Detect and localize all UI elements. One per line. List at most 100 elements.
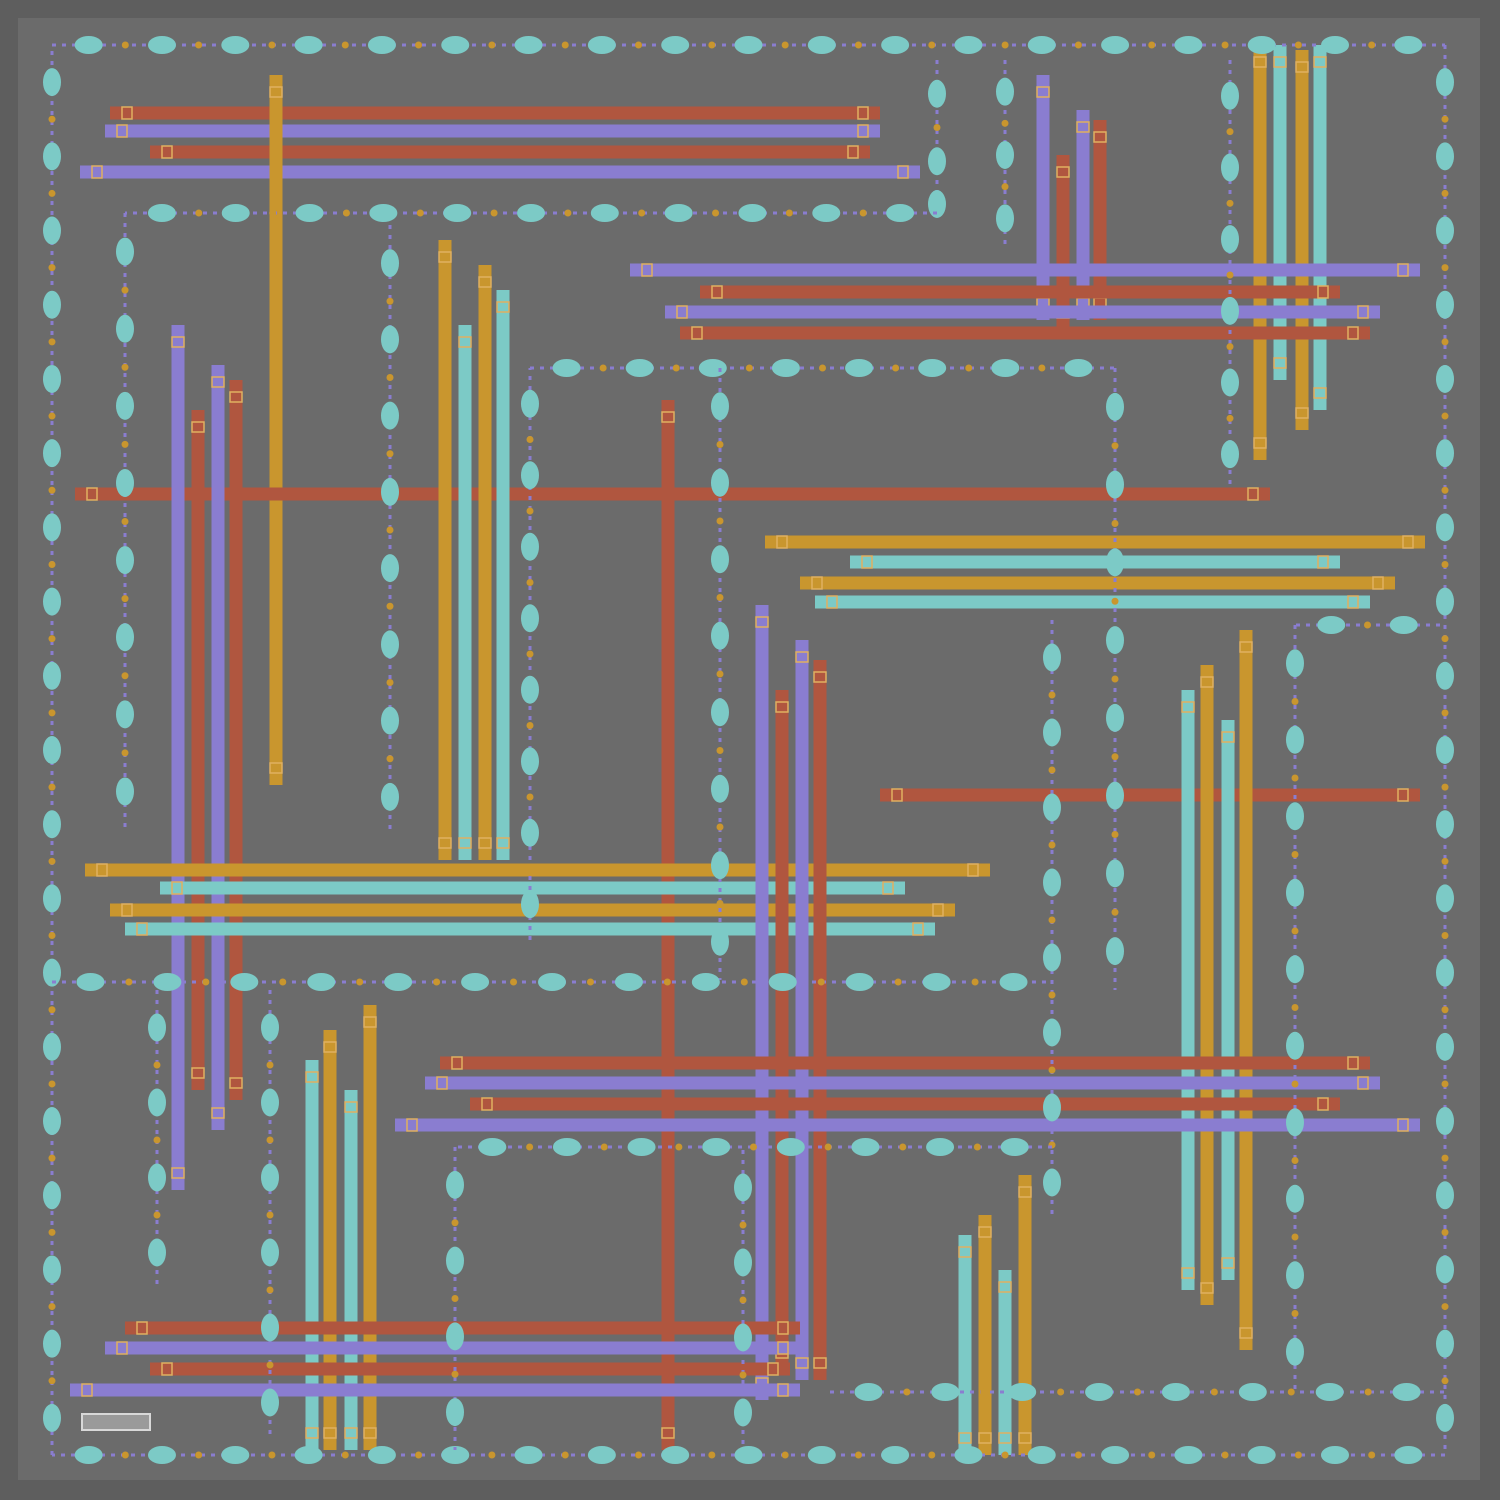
chain-bead bbox=[663, 978, 671, 986]
stripe bbox=[425, 1076, 1380, 1090]
chain-oval bbox=[734, 1446, 763, 1464]
chain-bead bbox=[739, 1371, 747, 1379]
chain-oval bbox=[521, 604, 539, 633]
chain-bead bbox=[739, 1296, 747, 1304]
stripe-buckle bbox=[1347, 326, 1359, 340]
chain-oval bbox=[381, 249, 399, 278]
chain-bead bbox=[526, 1143, 534, 1151]
chain-oval bbox=[1221, 368, 1239, 397]
chain-oval bbox=[116, 237, 134, 266]
chain-bead bbox=[526, 436, 534, 443]
chain-bead bbox=[269, 209, 277, 217]
chain-bead bbox=[1291, 851, 1299, 858]
chain-bead bbox=[745, 364, 753, 372]
stripe-buckle bbox=[229, 1077, 243, 1089]
chain-oval bbox=[1043, 868, 1061, 897]
stripe-buckle bbox=[136, 922, 148, 936]
chain-oval bbox=[734, 1398, 752, 1427]
chain-oval bbox=[711, 621, 729, 650]
chain-oval bbox=[1436, 587, 1454, 616]
stripe-buckle bbox=[1253, 437, 1267, 449]
stripe-buckle bbox=[978, 1432, 992, 1444]
chain-bead bbox=[121, 41, 129, 49]
stripe-buckle bbox=[1221, 731, 1235, 743]
chain-oval bbox=[1286, 1108, 1304, 1137]
chain-oval bbox=[1106, 703, 1124, 732]
stripe-buckle bbox=[795, 1357, 809, 1369]
stripe bbox=[978, 1215, 992, 1455]
chain-oval bbox=[230, 973, 259, 991]
stripe-buckle bbox=[171, 881, 183, 895]
chain-bead bbox=[1441, 1080, 1449, 1088]
stripe-buckle bbox=[458, 837, 472, 849]
chain-bead bbox=[1291, 1233, 1299, 1241]
chain-bead bbox=[1291, 1004, 1299, 1011]
chain-oval bbox=[294, 1446, 323, 1464]
stripe-buckle bbox=[1317, 1097, 1329, 1111]
chain-bead bbox=[1441, 857, 1449, 865]
stripe-buckle bbox=[1372, 576, 1384, 590]
chain-oval bbox=[1321, 36, 1350, 54]
chain-oval bbox=[1106, 781, 1124, 810]
chain-bead bbox=[708, 41, 716, 49]
chain-oval bbox=[443, 204, 472, 222]
chain-bead bbox=[817, 978, 825, 986]
chain-bead bbox=[1441, 115, 1449, 123]
chain-bead bbox=[635, 1451, 643, 1459]
chain-oval bbox=[76, 973, 105, 991]
pattern-ground bbox=[18, 18, 1480, 1480]
chain-oval bbox=[261, 1163, 279, 1192]
chain-oval bbox=[881, 1446, 910, 1464]
chain-oval bbox=[711, 698, 729, 727]
stripe-buckle bbox=[661, 411, 675, 423]
chain-oval bbox=[153, 973, 182, 991]
chain-bead bbox=[561, 41, 569, 49]
chain-oval bbox=[711, 927, 729, 956]
chain-oval bbox=[954, 1446, 983, 1464]
chain-bead bbox=[526, 722, 534, 729]
stripe-buckle bbox=[1295, 407, 1309, 419]
stripe-buckle bbox=[847, 145, 859, 159]
stripe-buckle bbox=[882, 881, 894, 895]
stripe-buckle bbox=[978, 1226, 992, 1238]
chain-oval bbox=[43, 1255, 61, 1284]
chain-oval bbox=[1106, 548, 1124, 577]
chain-bead bbox=[266, 1211, 274, 1219]
chain-oval bbox=[1394, 36, 1423, 54]
chain-oval bbox=[1436, 364, 1454, 393]
stripe-buckle bbox=[363, 1427, 377, 1439]
chain-oval bbox=[43, 68, 61, 97]
chain-oval bbox=[381, 554, 399, 583]
chain-oval bbox=[43, 1032, 61, 1061]
chain-bead bbox=[716, 900, 724, 907]
stripe bbox=[795, 640, 809, 1380]
chain-bead bbox=[1294, 41, 1302, 49]
chain-bead bbox=[1291, 1157, 1299, 1164]
stripe-buckle bbox=[711, 285, 723, 299]
chain-oval bbox=[552, 359, 581, 377]
stripe-buckle bbox=[451, 1056, 463, 1070]
chain-bead bbox=[1226, 128, 1234, 136]
stripe-buckle bbox=[1239, 1327, 1253, 1339]
chain-bead bbox=[488, 41, 496, 49]
chain-bead bbox=[708, 1451, 716, 1459]
stripe-buckle bbox=[1397, 788, 1409, 802]
chain-oval bbox=[221, 36, 250, 54]
chain-bead bbox=[1111, 753, 1119, 761]
chain-oval bbox=[1286, 802, 1304, 831]
chain-oval bbox=[991, 359, 1020, 377]
chain-bead bbox=[1226, 199, 1234, 207]
chain-oval bbox=[147, 36, 176, 54]
chain-oval bbox=[1043, 1018, 1061, 1047]
chain-oval bbox=[1043, 718, 1061, 747]
chain-oval bbox=[845, 359, 874, 377]
chain-bead bbox=[819, 364, 826, 372]
chain-bead bbox=[48, 338, 56, 346]
chain-oval bbox=[1436, 513, 1454, 542]
chain-oval bbox=[1085, 1383, 1114, 1401]
chain-bead bbox=[195, 41, 203, 49]
chain-oval bbox=[261, 1088, 279, 1117]
chain-oval bbox=[446, 1398, 464, 1427]
chain-bead bbox=[386, 297, 394, 305]
chain-oval bbox=[1389, 616, 1418, 634]
